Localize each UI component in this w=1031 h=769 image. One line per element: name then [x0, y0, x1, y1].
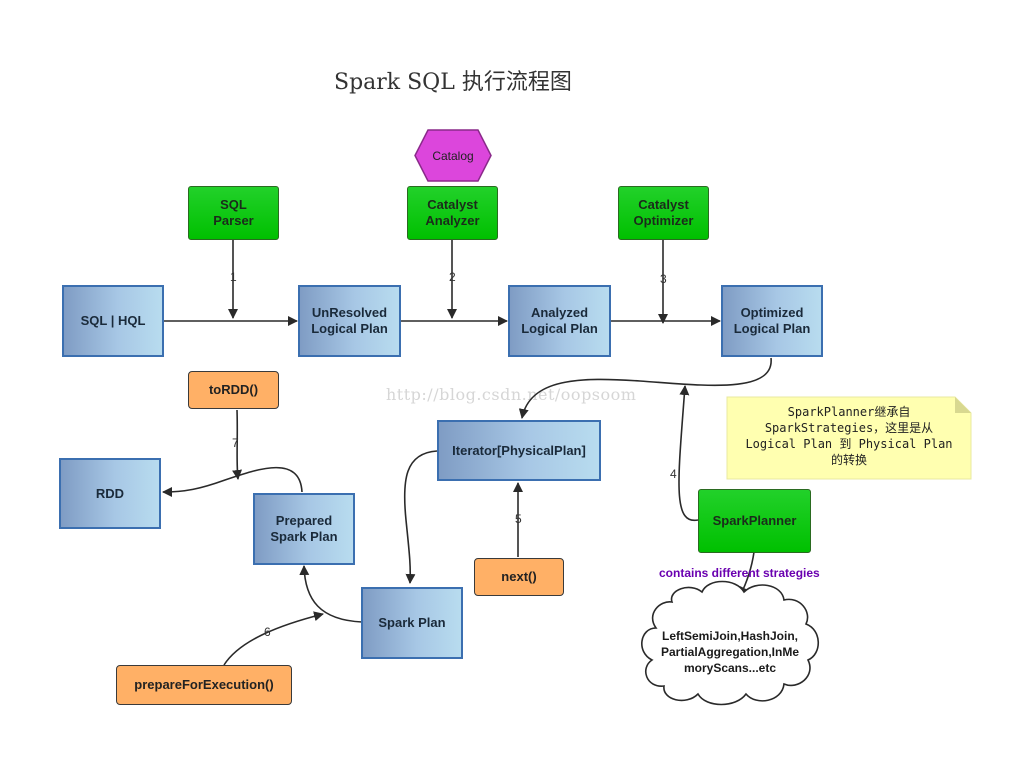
- catalyst-optimizer-node: Catalyst Optimizer: [618, 186, 709, 240]
- prepare-for-execution-node: prepareForExecution(): [116, 665, 292, 705]
- curved-arrows: [162, 357, 772, 666]
- step-number-6: 6: [264, 625, 271, 639]
- cloud-shape: [641, 580, 820, 706]
- prepared-spark-plan-node: Prepared Spark Plan: [253, 493, 355, 565]
- watermark: http://blog.csdn.net/oopsoom: [386, 385, 637, 404]
- unresolved-logical-plan-node: UnResolved Logical Plan: [298, 285, 401, 357]
- step-number-4: 4: [670, 467, 677, 481]
- catalyst-analyzer-node: Catalyst Analyzer: [407, 186, 498, 240]
- step-number-5: 5: [515, 512, 522, 526]
- sql-parser-node: SQL Parser: [188, 186, 279, 240]
- note-shape: [726, 396, 972, 480]
- catalog-hexagon: [414, 129, 492, 182]
- step-number-3: 3: [660, 272, 667, 286]
- spark-plan-node: Spark Plan: [361, 587, 463, 659]
- spark-planner-node: SparkPlanner: [698, 489, 811, 553]
- catalog-label: Catalog: [432, 148, 474, 163]
- page-title: Spark SQL 执行流程图: [334, 70, 572, 95]
- strategies-cloud-text: LeftSemiJoin,HashJoin, PartialAggregatio…: [660, 629, 800, 675]
- step-number-7: 7: [232, 436, 239, 450]
- step-number-2: 2: [449, 270, 456, 284]
- vertical-step-arrows: [228, 240, 668, 557]
- analyzed-logical-plan-node: Analyzed Logical Plan: [508, 285, 611, 357]
- strategies-label: contains different strategies: [659, 566, 820, 580]
- step-number-1: 1: [230, 270, 237, 284]
- to-rdd-node: toRDD(): [188, 371, 279, 409]
- next-node: next(): [474, 558, 564, 596]
- iterator-physical-plan-node: Iterator[PhysicalPlan]: [437, 420, 601, 481]
- rdd-node: RDD: [59, 458, 161, 529]
- sql-hql-node: SQL | HQL: [62, 285, 164, 357]
- optimized-logical-plan-node: Optimized Logical Plan: [721, 285, 823, 357]
- spark-planner-note: SparkPlanner继承自 SparkStrategies，这里是从 Log…: [745, 405, 953, 467]
